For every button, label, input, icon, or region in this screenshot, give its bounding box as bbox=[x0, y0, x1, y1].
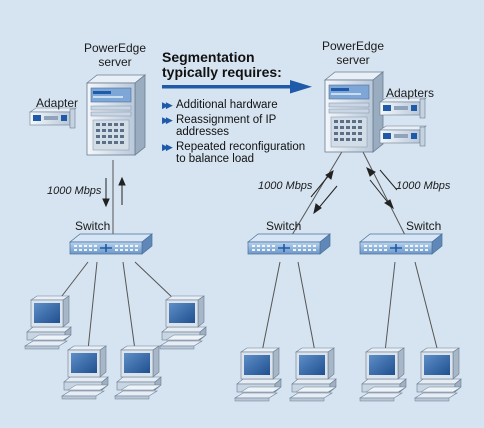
left-switch bbox=[69, 233, 153, 255]
right-pc-4 bbox=[414, 347, 462, 402]
right-pc-1 bbox=[234, 347, 282, 402]
callout-bullet-2-cont: addresses bbox=[176, 126, 230, 138]
bullet-icon: ▶▶ bbox=[162, 115, 173, 125]
left-pc-3 bbox=[114, 345, 162, 400]
right-speed-left-label: 1000 Mbps bbox=[258, 180, 313, 192]
callout-title-line1: Segmentation bbox=[162, 49, 255, 65]
right-adapter-1 bbox=[379, 97, 427, 119]
right-server bbox=[324, 71, 384, 153]
callout-title-line2: typically requires: bbox=[162, 64, 282, 80]
left-server-label-line1: PowerEdge bbox=[83, 41, 147, 55]
left-server bbox=[86, 74, 146, 156]
bullet-icon: ▶▶ bbox=[162, 142, 173, 152]
right-speed-right-label: 1000 Mbps bbox=[396, 180, 451, 192]
left-pc-4 bbox=[159, 295, 207, 350]
segmentation-arrow bbox=[162, 80, 312, 94]
left-adapter-label: Adapter bbox=[36, 96, 79, 110]
right-pc-2 bbox=[289, 347, 337, 402]
right-server-label-line1: PowerEdge bbox=[321, 39, 385, 53]
left-adapter bbox=[29, 107, 77, 129]
right-pc-3 bbox=[359, 347, 407, 402]
callout-bullet-1: Additional hardware bbox=[176, 99, 278, 111]
left-pc-1 bbox=[24, 295, 72, 350]
right-adapter-2 bbox=[379, 125, 427, 147]
left-server-label-line2: server bbox=[98, 55, 132, 69]
right-server-label-line2: server bbox=[336, 53, 370, 67]
traffic-arrows bbox=[102, 166, 398, 215]
right-cables bbox=[261, 149, 439, 353]
right-adapters-label: Adapters bbox=[386, 86, 435, 100]
right-switch-2 bbox=[359, 233, 443, 255]
right-switch-1 bbox=[247, 233, 331, 255]
right-switch-right-label: Switch bbox=[406, 219, 442, 233]
callout-bullet-3-cont: to balance load bbox=[176, 153, 255, 165]
left-switch-label: Switch bbox=[75, 219, 111, 233]
right-switch-left-label: Switch bbox=[266, 219, 302, 233]
callout-bullet-2: Reassignment of IP bbox=[176, 114, 277, 126]
callout-bullet-3: Repeated reconfiguration bbox=[176, 141, 306, 153]
bullet-icon: ▶▶ bbox=[162, 100, 173, 110]
left-pc-2 bbox=[61, 345, 109, 400]
left-speed-label: 1000 Mbps bbox=[47, 185, 102, 197]
